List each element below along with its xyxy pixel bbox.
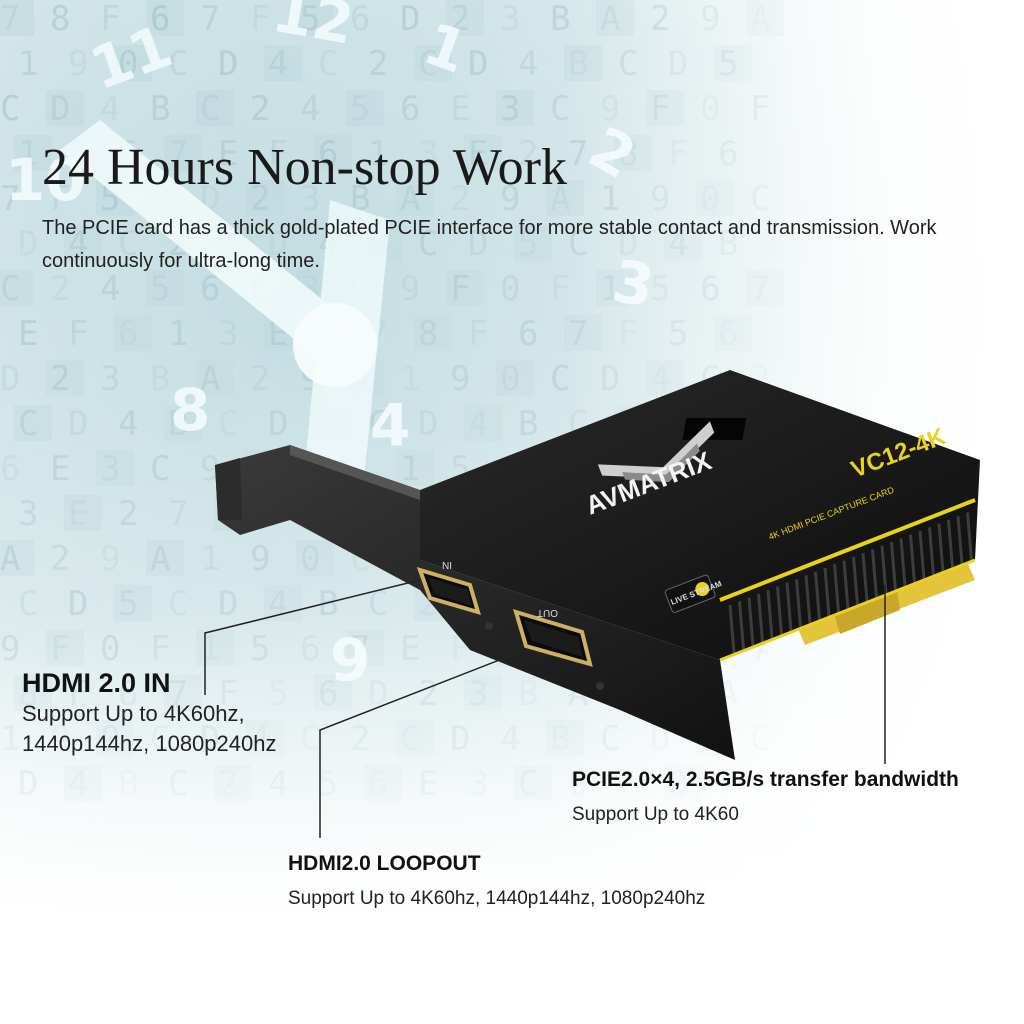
callout-pcie: PCIE2.0×4, 2.5GB/s transfer bandwidth Su… — [572, 768, 959, 828]
callout-hdmi-in-line2: 1440p144hz, 1080p240hz — [22, 731, 277, 756]
card-accent-edge — [719, 498, 976, 602]
heatsink-fin — [899, 538, 907, 587]
callout-loopout-title: HDMI2.0 LOOPOUT — [288, 852, 481, 875]
bracket-screw-hole-2 — [596, 682, 604, 690]
heatsink-fin — [833, 564, 840, 613]
chevron-mark-inner — [622, 443, 700, 483]
card-accent-edge-bottom — [719, 558, 976, 662]
brand-chevron-logo — [597, 421, 715, 483]
heatsink-fins — [728, 512, 973, 654]
heatsink-fin — [747, 597, 755, 646]
heatsink-fin — [890, 541, 897, 591]
hdmi-in-port: IN — [416, 559, 481, 615]
callout-loopout: HDMI2.0 LOOPOUT Support Up to 4K60hz, 14… — [288, 852, 705, 912]
page-title: 24 Hours Non-stop Work — [42, 139, 567, 196]
page-description: The PCIE card has a thick gold-plated PC… — [42, 217, 937, 272]
heatsink-fin — [966, 512, 973, 561]
heatsink-fin — [757, 593, 764, 643]
heatsink-fin — [728, 604, 736, 654]
heatsink-fin — [956, 516, 964, 565]
callout-hdmi-in-line1: Support Up to 4K60hz, — [22, 701, 245, 726]
bracket-highlight — [290, 445, 420, 500]
heatsink-fin — [937, 523, 945, 572]
heatsink-fin — [852, 556, 859, 606]
heatsink-fin — [947, 519, 954, 569]
card-top-body — [420, 370, 980, 660]
heatsink-fin — [738, 601, 745, 650]
heatsink-fin — [795, 578, 802, 628]
heatsink-fin — [823, 567, 831, 617]
heatsink-fin — [918, 530, 926, 580]
callout-hdmi-in-title: HDMI 2.0 IN — [22, 668, 171, 698]
bracket-screw-hole — [485, 622, 493, 630]
heatsink-fin — [928, 527, 935, 576]
heatsink-fin — [776, 586, 783, 635]
hdmi-out-port: OUT — [513, 607, 593, 667]
callout-hdmi-in: HDMI 2.0 IN Support Up to 4K60hz, 1440p1… — [22, 668, 276, 759]
port-in-label: IN — [442, 559, 452, 570]
callout-pcie-body: Support Up to 4K60 — [572, 804, 739, 825]
heatsink-fin — [814, 571, 821, 620]
heatsink-fin — [785, 582, 793, 631]
heatsink-fin — [804, 575, 812, 624]
heatsink-fin — [871, 549, 878, 598]
leader-hdmi-in — [204, 579, 421, 695]
heatsink-fin — [842, 560, 850, 609]
callout-leader-lines — [204, 579, 886, 838]
port-out-label: OUT — [537, 607, 558, 618]
heatsink-fin — [861, 553, 869, 602]
card-vent — [682, 418, 747, 440]
callout-loopout-body: Support Up to 4K60hz, 1440p144hz, 1080p2… — [288, 888, 706, 909]
heatsink-fin — [766, 590, 774, 639]
heatsink-fin — [909, 534, 916, 583]
callout-pcie-title: PCIE2.0×4, 2.5GB/s transfer bandwidth — [572, 768, 959, 791]
leader-loopout — [319, 649, 526, 838]
bracket-tab — [215, 458, 242, 520]
